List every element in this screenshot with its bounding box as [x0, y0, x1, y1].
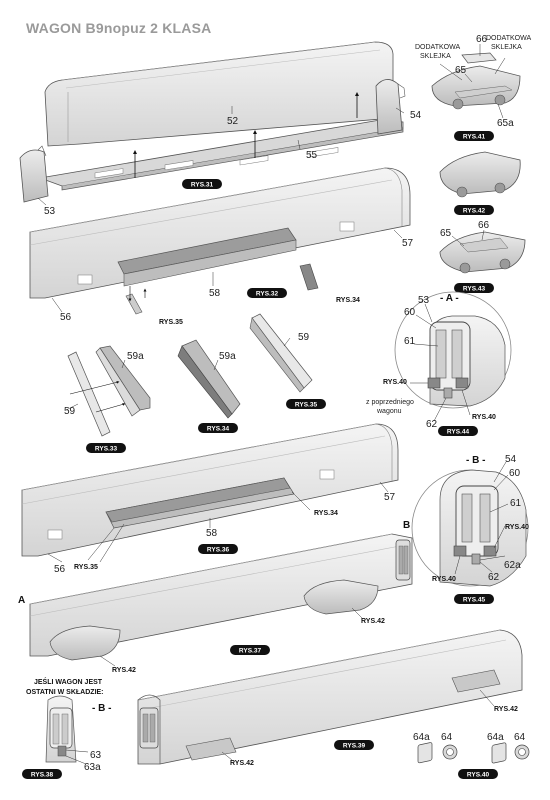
part-56-label: 56	[60, 312, 72, 323]
part-66-label-b: 66	[478, 220, 490, 231]
view-b-label: - B -	[466, 455, 485, 466]
part-66-label: 66	[476, 34, 488, 45]
figure-rys45: - B - 54 60 61 RYS.40 62a 62 RYS.40 RYS.…	[411, 454, 529, 604]
figure-rys32: 58 56 57 RYS.32 RYS.34 RYS.35	[29, 167, 414, 326]
note-jesli-wagon: JEŚLI WAGON JEST	[34, 677, 103, 686]
part-59a-label-b: 59a	[219, 351, 236, 362]
ref-rys40-label-d: RYS.40	[505, 524, 529, 531]
part-63a-label: 63a	[84, 762, 101, 773]
figure-rys44: - A - 53 60 61 RYS.40 z poprzedniego wag…	[366, 291, 512, 436]
figure-rys37: A B RYS.42 RYS.42 RYS.37	[18, 520, 413, 674]
label-sklejka-left: SKLEJKA	[420, 53, 451, 60]
note-ostatni: OSTATNI W SKŁADZIE:	[26, 689, 104, 696]
figure-label-rys41: RYS.41	[463, 134, 486, 141]
figure-rys33: 59a 59 RYS.33	[64, 345, 151, 453]
figure-label-rys45: RYS.45	[463, 597, 486, 604]
part-59-label-b: 59	[298, 332, 310, 343]
figure-label-rys40: RYS.40	[467, 772, 490, 779]
figure-rys39: RYS.42 RYS.42 RYS.39	[137, 629, 523, 767]
ref-rys34-label: RYS.34	[336, 297, 360, 304]
ref-rys42-label-b: RYS.42	[361, 618, 385, 625]
label-dodatkowa-right: DODATKOWA	[486, 35, 531, 42]
part-62a-label: 62a	[504, 560, 521, 571]
part-53-label-b: 53	[418, 295, 430, 306]
ref-rys40-label-e: RYS.40	[432, 576, 456, 583]
part-56-label-b: 56	[54, 564, 66, 575]
figure-label-rys36: RYS.36	[207, 547, 230, 554]
part-64a-label: 64a	[413, 732, 430, 743]
figure-rys43: 65 66 RYS.43	[439, 220, 526, 293]
figure-rys34: 59a RYS.34	[177, 339, 241, 433]
ref-rys42-label-d: RYS.42	[494, 706, 518, 713]
part-63-label: 63	[90, 750, 102, 761]
part-64a-label-b: 64a	[487, 732, 504, 743]
ref-rys35-label: RYS.35	[159, 319, 183, 326]
part-57-label-b: 57	[384, 492, 396, 503]
figure-label-rys35: RYS.35	[295, 402, 318, 409]
figure-label-rys38: RYS.38	[31, 772, 54, 779]
figure-label-rys34: RYS.34	[207, 426, 230, 433]
part-58-label: 58	[209, 288, 221, 299]
figure-label-rys42: RYS.42	[463, 208, 486, 215]
label-wagonu: wagonu	[376, 408, 402, 415]
figure-rys35: 59 RYS.35	[249, 313, 326, 409]
figure-rys36: 58 56 57 RYS.34 RYS.35 RYS.36	[21, 423, 399, 575]
ref-rys42-label-c: RYS.42	[230, 760, 254, 767]
part-65-label: 65	[455, 65, 467, 76]
ref-rys34-label-c: RYS.34	[314, 510, 338, 517]
part-60-label: 60	[404, 307, 416, 318]
label-sklejka-right: SKLEJKA	[491, 44, 522, 51]
figure-rys41: DODATKOWA SKLEJKA DODATKOWA SKLEJKA 66 6…	[415, 34, 531, 141]
part-62-label-b: 62	[488, 572, 500, 583]
figure-rys31: 52 55 54 53 RYS.31	[19, 41, 422, 217]
figure-rys40: 64a 64 64a 64 RYS.40	[413, 732, 530, 779]
part-61-label: 61	[404, 336, 416, 347]
part-59-label: 59	[64, 406, 76, 417]
ref-rys35-label-c: RYS.35	[74, 564, 98, 571]
label-z-poprzedniego: z poprzedniego	[366, 399, 414, 406]
part-65-label-b: 65	[440, 228, 452, 239]
view-a-label: - A -	[440, 293, 459, 304]
figure-label-rys43: RYS.43	[463, 286, 486, 293]
figure-label-rys33: RYS.33	[95, 446, 118, 453]
figure-label-rys37: RYS.37	[239, 648, 262, 655]
marker-a: A	[18, 595, 25, 606]
part-65a-label: 65a	[497, 118, 514, 129]
figure-label-rys39: RYS.39	[343, 743, 366, 750]
part-64-label: 64	[441, 732, 453, 743]
part-58-label-b: 58	[206, 528, 218, 539]
figure-label-rys44: RYS.44	[447, 429, 470, 436]
ref-rys40-label-b: RYS.40	[472, 414, 496, 421]
part-53-label: 53	[44, 206, 56, 217]
marker-b: B	[403, 520, 410, 531]
part-60-label-b: 60	[509, 468, 521, 479]
part-61-label-b: 61	[510, 498, 522, 509]
part-62-label: 62	[426, 419, 438, 430]
ref-rys42-label-a: RYS.42	[112, 667, 136, 674]
part-52-label: 52	[227, 116, 239, 127]
part-59a-label: 59a	[127, 351, 144, 362]
part-54-label: 54	[410, 110, 422, 121]
view-b-label-b: - B -	[92, 703, 111, 714]
page-title: WAGON B9nopuz 2 KLASA	[26, 20, 212, 36]
figure-rys42: RYS.42	[439, 151, 521, 215]
part-55-label: 55	[306, 150, 318, 161]
ref-rys40-label: RYS.40	[383, 379, 407, 386]
figure-rys38: JEŚLI WAGON JEST OSTATNI W SKŁADZIE: - B…	[22, 677, 111, 779]
part-54-label-b: 54	[505, 454, 517, 465]
figure-label-rys32: RYS.32	[256, 291, 279, 298]
part-57-label: 57	[402, 238, 414, 249]
figure-label-rys31: RYS.31	[191, 182, 214, 189]
label-dodatkowa-left: DODATKOWA	[415, 44, 460, 51]
part-64-label-b: 64	[514, 732, 526, 743]
